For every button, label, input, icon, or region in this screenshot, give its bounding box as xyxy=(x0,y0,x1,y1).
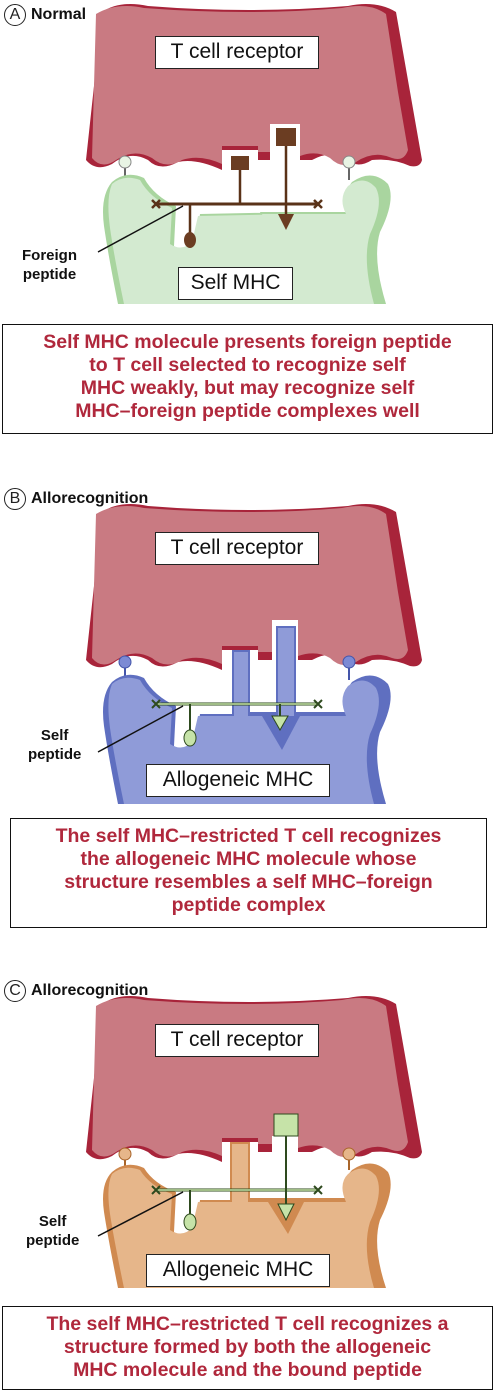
panel-b-peptide-label-line-2: peptide xyxy=(28,746,82,763)
panel-b-peptide-label: Self peptide xyxy=(28,726,81,764)
panel-a-caption-line-3: MHC weakly, but may recognize self xyxy=(80,377,415,399)
panel-c-peptide-label-line-2: peptide xyxy=(26,1232,80,1249)
panel-a-letter: A xyxy=(4,4,26,26)
panel-c-receptor-label: T cell receptor xyxy=(155,1024,319,1057)
panel-c-caption-line-1: The self MHC–restricted T cell recognize… xyxy=(46,1313,449,1335)
t-cell-receptor-shape xyxy=(86,4,422,170)
panel-a-header: A Normal xyxy=(4,4,86,26)
foreign-peptide-shape xyxy=(97,128,323,253)
panel-c-caption: The self MHC–restricted T cell recognize… xyxy=(2,1306,493,1390)
self-peptide-shape xyxy=(97,699,323,753)
allogeneic-mhc-shape xyxy=(103,626,391,804)
mhc-connector-knobs xyxy=(118,155,356,180)
panel-b-allorecognition: B Allorecognition T cell receptor Alloge… xyxy=(0,484,497,930)
panel-a-normal: A Normal T cell receptor Self MHC Foreig… xyxy=(0,0,497,440)
panel-a-receptor-label: T cell receptor xyxy=(155,36,319,69)
panel-a-caption-line-4: MHC–foreign peptide complexes well xyxy=(75,400,420,422)
panel-a-title: Normal xyxy=(31,6,87,23)
panel-b-receptor-label: T cell receptor xyxy=(155,532,319,565)
panel-a-peptide-label-line-1: Foreign xyxy=(22,247,77,264)
panel-b-caption-line-4: peptide complex xyxy=(171,894,326,916)
panel-c-peptide-label-line-1: Self xyxy=(38,1213,67,1230)
self-peptide-shape xyxy=(97,1113,323,1237)
panel-c-header: C Allorecognition xyxy=(4,980,148,1002)
panel-c-title: Allorecognition xyxy=(31,982,149,999)
panel-b-caption-line-3: structure resembles a self MHC–foreign xyxy=(64,871,433,893)
panel-b-letter: B xyxy=(4,488,26,510)
panel-c-mhc-label: Allogeneic MHC xyxy=(146,1254,330,1287)
t-cell-receptor-shape xyxy=(86,996,422,1162)
t-cell-receptor-shape xyxy=(86,504,422,670)
panel-a-caption: Self MHC molecule presents foreign pepti… xyxy=(2,324,493,434)
self-mhc-shape xyxy=(103,174,391,304)
panel-a-peptide-label: Foreign peptide xyxy=(22,246,77,284)
panel-a-caption-line-1: Self MHC molecule presents foreign pepti… xyxy=(43,331,452,353)
panel-a-peptide-label-line-2: peptide xyxy=(22,266,77,283)
panel-b-header: B Allorecognition xyxy=(4,488,148,510)
panel-a-mhc-label: Self MHC xyxy=(178,267,293,300)
panel-b-caption-line-2: the allogeneic MHC molecule whose xyxy=(80,848,417,870)
panel-b-mhc-label: Allogeneic MHC xyxy=(146,764,330,797)
panel-a-caption-line-2: to T cell selected to recognize self xyxy=(89,354,406,376)
panel-c-caption-line-3: MHC molecule and the bound peptide xyxy=(73,1359,422,1381)
panel-c-allorecognition: C Allorecognition T cell receptor Alloge… xyxy=(0,976,497,1392)
panel-c-letter: C xyxy=(4,980,26,1002)
panel-b-caption: The self MHC–restricted T cell recognize… xyxy=(10,818,487,928)
panel-c-caption-line-2: structure formed by both the allogeneic xyxy=(63,1336,432,1358)
panel-b-peptide-label-line-1: Self xyxy=(40,727,69,744)
mhc-connector-knobs xyxy=(118,655,356,680)
panel-b-caption-line-1: The self MHC–restricted T cell recognize… xyxy=(55,825,442,847)
panel-c-peptide-label: Self peptide xyxy=(26,1212,79,1250)
panel-b-title: Allorecognition xyxy=(31,490,149,507)
